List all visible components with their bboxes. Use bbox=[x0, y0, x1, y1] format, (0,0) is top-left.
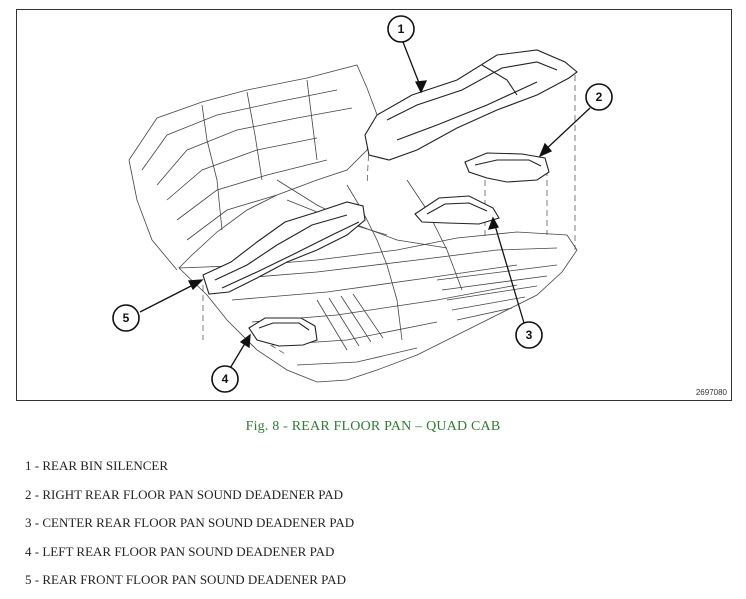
figure-id-tag: 2697080 bbox=[695, 388, 727, 397]
callout-4: 4 bbox=[211, 365, 239, 393]
svg-text:3: 3 bbox=[526, 328, 533, 342]
legend-item: 5 - REAR FRONT FLOOR PAN SOUND DEADENER … bbox=[25, 572, 346, 587]
callout-1: 1 bbox=[387, 15, 415, 43]
rear-bin-silencer bbox=[364, 49, 578, 161]
legend-item: 1 - REAR BIN SILENCER bbox=[25, 458, 168, 473]
figure-caption: Fig. 8 - REAR FLOOR PAN – QUAD CAB bbox=[245, 419, 501, 434]
callout-3: 3 bbox=[515, 321, 543, 349]
floor-pan-outline bbox=[178, 231, 578, 383]
svg-text:4: 4 bbox=[222, 372, 229, 386]
legend-list: 1 - REAR BIN SILENCER 2 - RIGHT REAR FLO… bbox=[25, 456, 354, 599]
svg-text:1: 1 bbox=[398, 22, 405, 36]
legend-item: 3 - CENTER REAR FLOOR PAN SOUND DEADENER… bbox=[25, 515, 355, 530]
legend-item: 2 - RIGHT REAR FLOOR PAN SOUND DEADENER … bbox=[25, 486, 344, 502]
svg-text:2: 2 bbox=[596, 90, 603, 104]
right-rear-pad bbox=[464, 152, 550, 183]
left-rear-pad bbox=[248, 317, 318, 347]
rear-front-pad bbox=[202, 201, 366, 295]
legend-item: 4 - LEFT REAR FLOOR PAN SOUND DEADENER P… bbox=[25, 543, 335, 559]
callout-2: 2 bbox=[585, 83, 613, 111]
diagram-frame: 1 2 3 4 5 2697080 bbox=[16, 9, 732, 401]
floor-pan-diagram: 1 2 3 4 5 bbox=[112, 15, 613, 393]
center-rear-pad bbox=[414, 195, 500, 225]
svg-text:5: 5 bbox=[123, 311, 130, 325]
callout-5: 5 bbox=[112, 304, 140, 332]
